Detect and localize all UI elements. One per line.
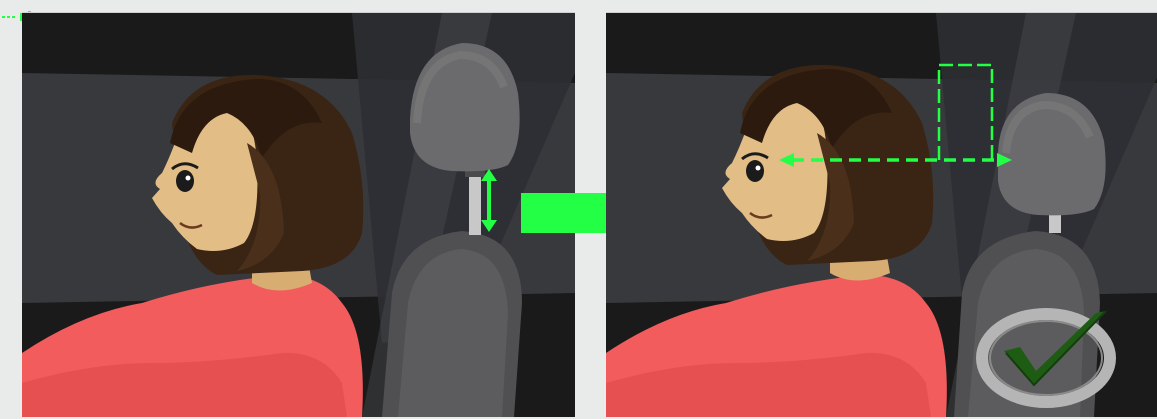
illustration-after <box>606 12 1157 417</box>
scene-headrest-low <box>22 13 575 417</box>
headrest-post <box>469 173 481 235</box>
headrest <box>998 93 1106 215</box>
scene-headrest-raised <box>606 13 1157 417</box>
illustration-before <box>22 12 575 417</box>
